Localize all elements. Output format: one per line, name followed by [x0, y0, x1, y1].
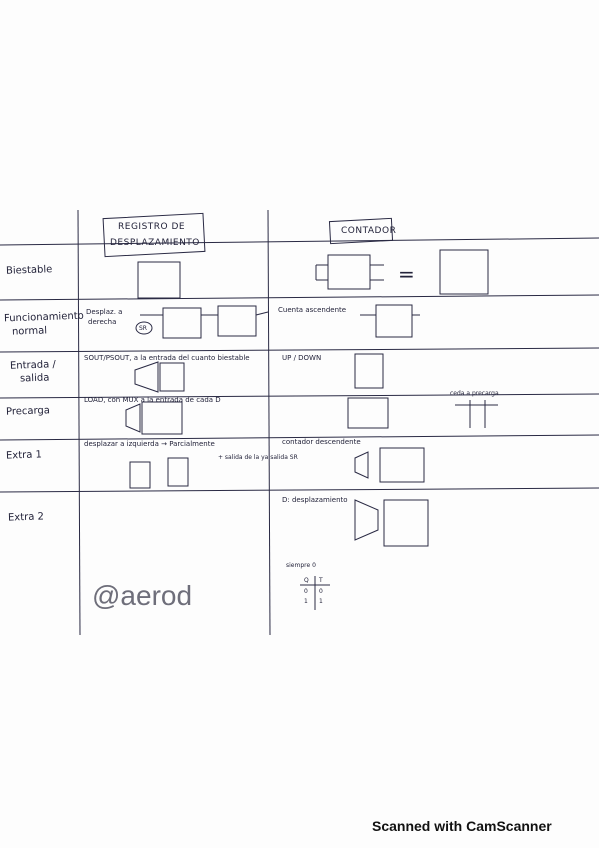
header-left-line2: DESPLAZAMIENTO [110, 238, 200, 248]
mux-shape-r6 [354, 499, 379, 541]
scanner-footer: Scanned with CamScanner [372, 818, 552, 834]
r6-table-r2-t: 1 [319, 598, 323, 605]
r6-table-h-t: T [319, 577, 323, 584]
flipflop-d-box [137, 261, 181, 299]
note-r2-right: Cuenta ascendente [278, 306, 347, 314]
grid-line-h1 [0, 237, 599, 246]
note-r6-right: D: desplazamiento [282, 496, 348, 504]
note-r2-sr: SR [139, 325, 147, 332]
mux-shape-r3 [134, 361, 159, 393]
row-label-funcionamiento-line2: normal [11, 325, 48, 338]
note-r3-left: SOUT/PSOUT, a la entrada del cuanto bies… [84, 354, 250, 362]
header-left-line1: REGISTRO DE [118, 222, 186, 232]
watermark-text: @aerod [92, 580, 193, 611]
row-label-biestable: Biestable [5, 264, 53, 277]
ff-box-r4 [141, 401, 183, 435]
ff-box-r4-right [347, 397, 389, 429]
row-label-precarga: Precarga [5, 405, 51, 418]
row-label-extra2: Extra 2 [7, 511, 45, 524]
mux-shape-r4 [125, 403, 141, 433]
shift-ff2-box [217, 305, 257, 337]
row-label-entrada-line2: salida [19, 372, 50, 385]
ff-box-r6 [383, 499, 429, 547]
note-r4-left: LOAD, con MUX a la entrada de cada D [84, 396, 221, 404]
r6-table-r1-q: 0 [304, 588, 308, 595]
row-label-extra1: Extra 1 [5, 449, 43, 462]
row-label-entrada-line1: Entrada / [9, 359, 57, 372]
counter-ff-box [375, 304, 413, 338]
note-r5-left: desplazar a izquierda → Parcialmente [84, 440, 215, 448]
mux-shape-r5 [354, 451, 369, 479]
shift-ff1-box [162, 307, 202, 339]
note-r2-left-line1: Desplaz. a [86, 308, 123, 316]
grid-line-v2 [267, 209, 271, 636]
r6-table-h-q: Q [304, 577, 309, 584]
grid-line-v1 [77, 209, 81, 636]
flipflop-t-box [439, 249, 489, 295]
sr-circle [135, 321, 153, 335]
note-r3-right: UP / DOWN [282, 354, 322, 362]
ff-box-r3-right [354, 353, 384, 389]
r6-table-r2-q: 1 [304, 598, 308, 605]
note-r6-sub: siempre 0 [286, 562, 316, 569]
header-box-left [102, 212, 206, 258]
grid-line-h6 [0, 487, 599, 493]
sheet-drawing [0, 209, 599, 636]
ff-box-r3 [159, 362, 185, 392]
grid-line-h4 [0, 393, 599, 399]
note-r5-mid: + salida de la ya salida SR [218, 454, 298, 461]
grid-line-h2 [0, 294, 599, 301]
note-r4-right-top: ceda a precarga [450, 390, 499, 397]
ff-box-r5-right [379, 447, 425, 483]
header-right: CONTADOR [341, 226, 397, 236]
equals-sign: = [398, 262, 415, 286]
ff-box-r5 [129, 461, 151, 489]
r6-table-r1-t: 0 [319, 588, 323, 595]
note-r5-right: contador descendente [282, 438, 361, 446]
ff-box-r5b [167, 457, 189, 487]
flipflop-jk-box [327, 254, 371, 290]
notes-sheet: REGISTRO DE DESPLAZAMIENTO CONTADOR Bies… [0, 170, 599, 640]
note-r2-left-line2: derecha [88, 318, 117, 326]
header-box-right [328, 217, 394, 245]
grid-line-h5 [0, 434, 599, 441]
grid-line-h3 [0, 347, 599, 353]
